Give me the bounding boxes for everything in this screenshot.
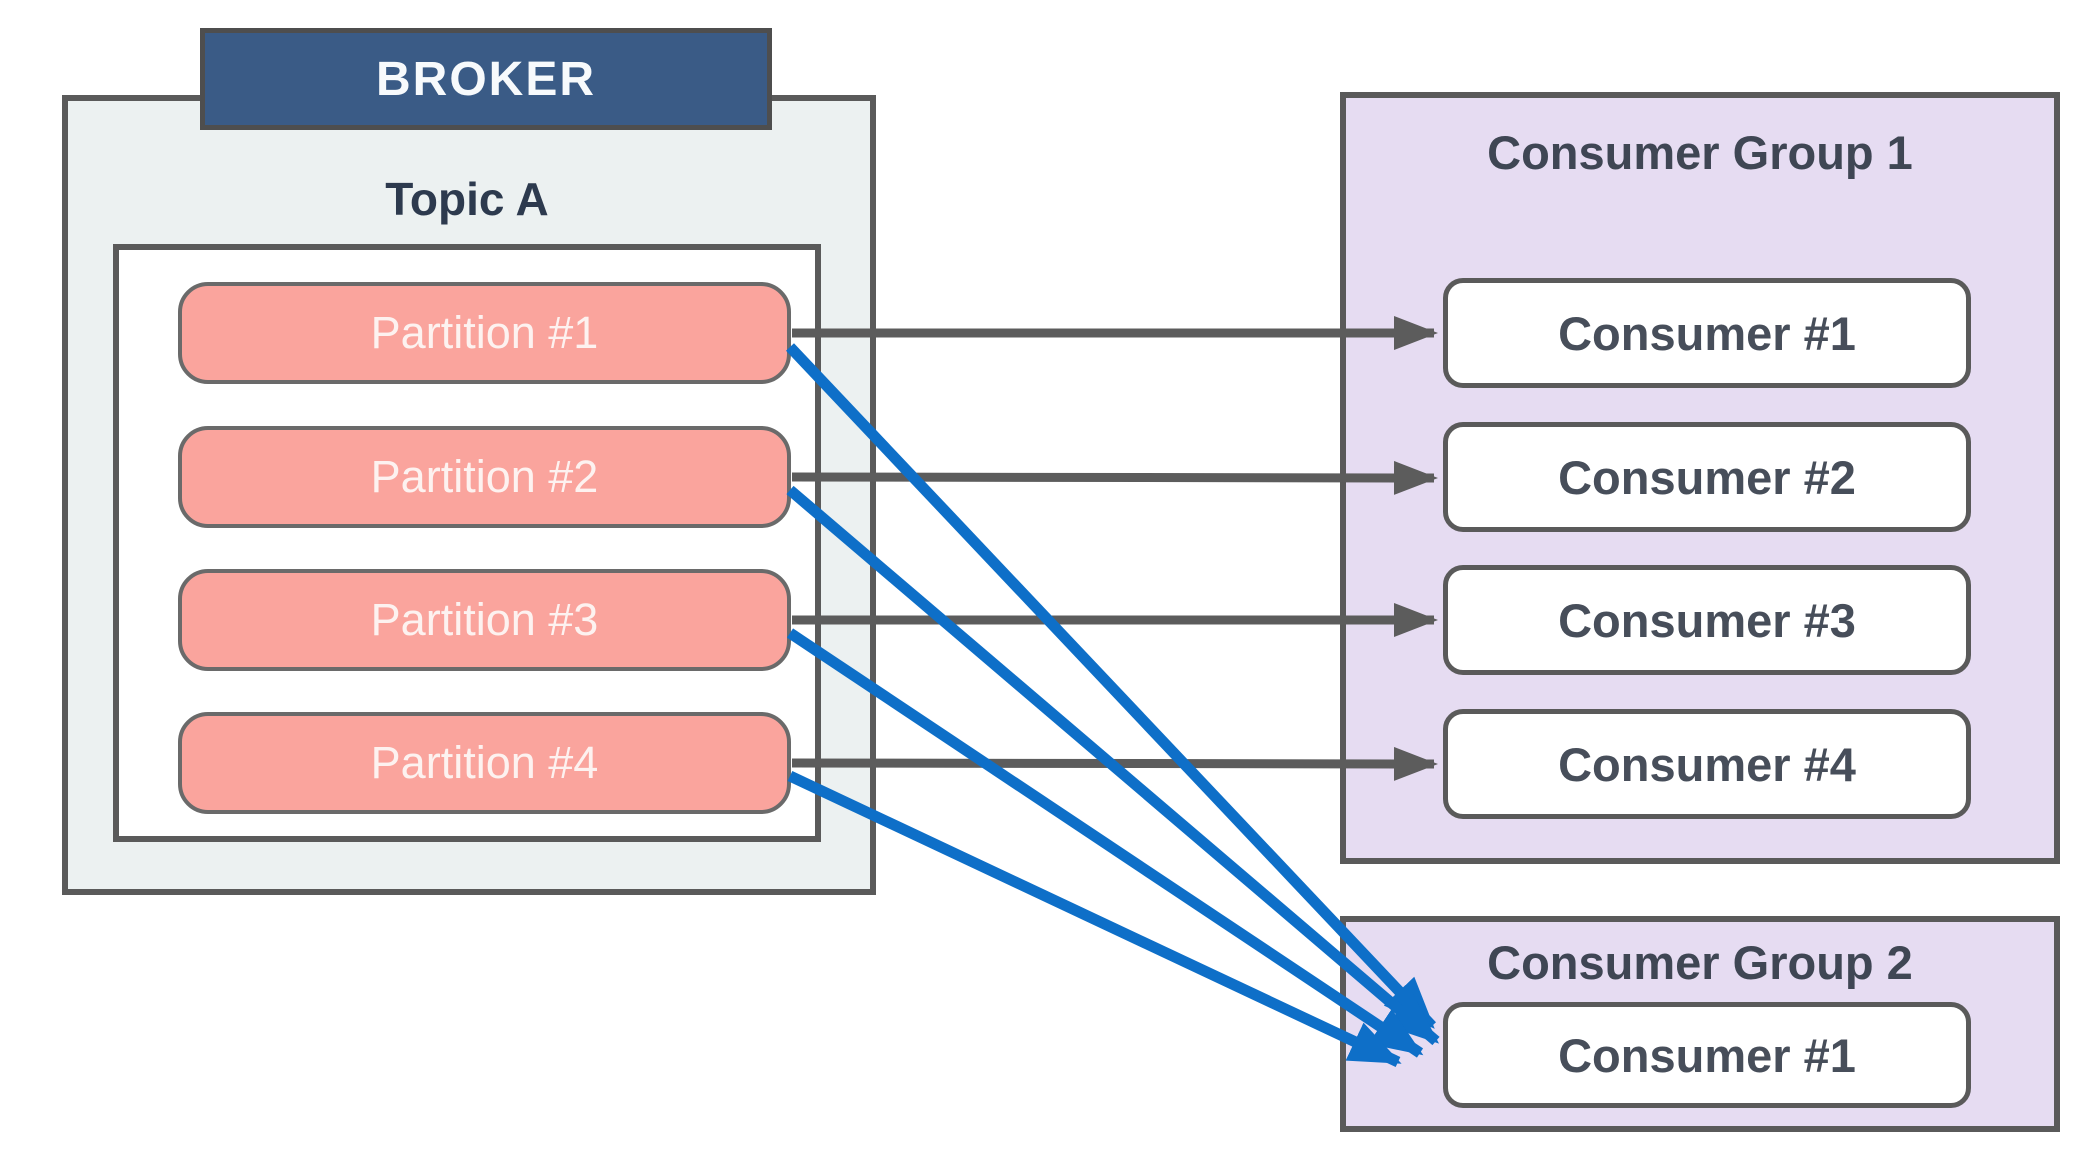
cg1-consumer-1: Consumer #1 [1443, 278, 1971, 388]
gray-arrow-4 [791, 746, 1438, 781]
gray-arrow-2 [791, 460, 1438, 495]
cg1-consumer-3: Consumer #3 [1443, 565, 1971, 675]
cg1-consumer-4: Consumer #4 [1443, 709, 1971, 819]
consumer-group-1-title: Consumer Group 1 [1487, 125, 1913, 179]
partition-4: Partition #4 [178, 712, 791, 814]
cg1-consumer-2: Consumer #2 [1443, 422, 1971, 532]
partition-1: Partition #1 [178, 282, 791, 384]
blue-arrow-4 [787, 771, 1402, 1067]
consumer-group-2-title: Consumer Group 2 [1487, 935, 1913, 989]
partition-3: Partition #3 [178, 569, 791, 671]
blue-arrow-3 [786, 628, 1424, 1058]
blue-arrow-1 [786, 343, 1436, 1030]
partition-2: Partition #2 [178, 426, 791, 528]
broker-title: BROKER [375, 52, 596, 106]
topic-a-label: Topic A [385, 173, 549, 225]
broker-header: BROKER [200, 28, 772, 130]
cg2-consumer-1: Consumer #1 [1443, 1002, 1971, 1108]
